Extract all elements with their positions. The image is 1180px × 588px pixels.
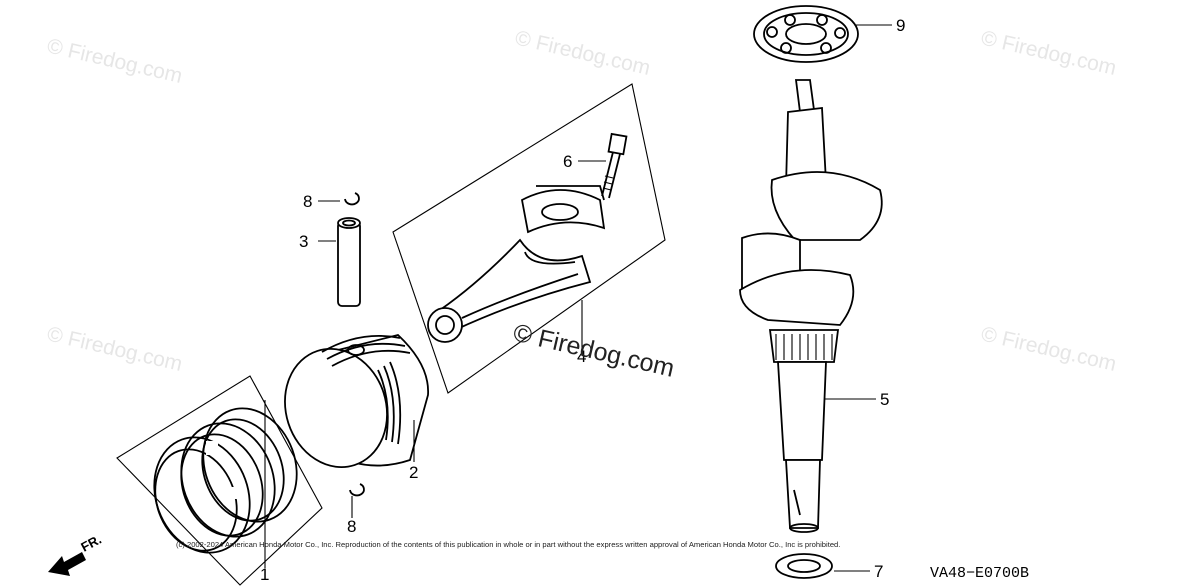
washer-drawing: [775, 553, 833, 579]
connecting-rod-bolt-drawing: [601, 132, 628, 199]
diagram-code: VA48−E0700B: [930, 565, 1029, 582]
clip-bottom-drawing: [349, 483, 365, 497]
callout-8-top: 8: [303, 192, 312, 211]
piston-ring-set-drawing: [153, 407, 298, 554]
watermark-top-left: © Firedog.com: [45, 34, 185, 87]
connecting-rod-box: [392, 83, 666, 394]
callout-3: 3: [299, 232, 308, 251]
callout-4: 4: [577, 347, 586, 366]
callout-2: 2: [409, 463, 418, 482]
callout-6: 6: [563, 152, 572, 171]
leader-lines: [264, 24, 892, 572]
watermark-bottom-left: © Firedog.com: [45, 322, 185, 375]
callouts: 1 2 3 4 5 6 7 8 8 9: [260, 16, 905, 584]
callout-9: 9: [896, 16, 905, 35]
callout-8-bottom: 8: [347, 517, 356, 536]
watermark-top-right: © Firedog.com: [979, 26, 1119, 79]
piston-pin-drawing: [337, 217, 361, 307]
piston-drawing: [284, 334, 429, 469]
connecting-rod-drawing: [427, 185, 606, 343]
front-direction-indicator: FR.: [48, 532, 104, 576]
watermark-bottom-right: © Firedog.com: [979, 322, 1119, 375]
watermark-center: © Firedog.com: [511, 319, 677, 383]
ring-set-box: [116, 375, 323, 586]
crankshaft-drawing: [739, 79, 883, 533]
callout-7: 7: [874, 562, 883, 581]
front-arrow-icon: [48, 552, 86, 576]
callout-1: 1: [260, 565, 269, 584]
copyright-notice: (c) 2002-2024 American Honda Motor Co., …: [176, 540, 840, 549]
front-label: FR.: [78, 532, 104, 555]
ball-bearing-drawing: [753, 5, 859, 63]
clip-top-drawing: [344, 192, 360, 206]
callout-5: 5: [880, 390, 889, 409]
watermark-top-center: © Firedog.com: [513, 26, 653, 79]
